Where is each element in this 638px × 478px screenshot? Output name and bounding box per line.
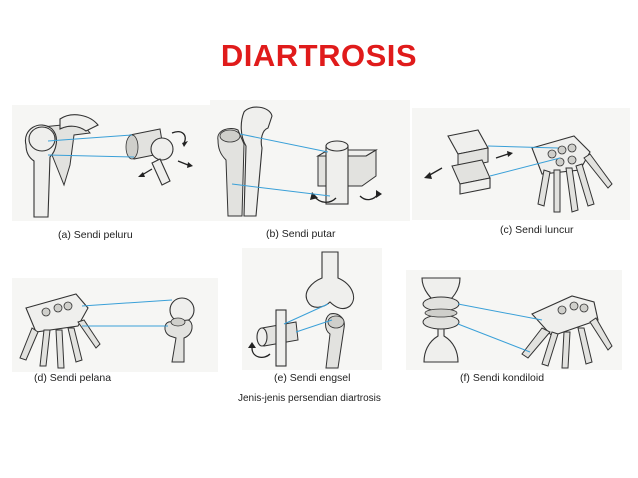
caption-gliding: (c) Sendi luncur	[500, 224, 574, 236]
saddle-illustration	[12, 278, 218, 372]
caption-saddle: (d) Sendi pelana	[34, 372, 112, 384]
page-title: DIARTROSIS	[220, 38, 418, 73]
caption-ball-socket: (a) Sendi peluru	[58, 229, 133, 241]
panel-gliding: (c) Sendi luncur	[412, 108, 632, 243]
caption-condyloid: (f) Sendi kondiloid	[460, 372, 545, 384]
condyloid-illustration	[406, 270, 622, 370]
panel-pivot: (b) Sendi putar	[210, 100, 415, 245]
gliding-illustration	[412, 108, 630, 220]
figure-caption: Jenis-jenis persendian diartrosis	[238, 393, 381, 404]
panel-ball-socket: (a) Sendi peluru	[12, 105, 212, 245]
panel-hinge: (e) Sendi engsel	[238, 248, 388, 388]
panel-saddle: (d) Sendi pelana	[12, 278, 227, 390]
hand-bones	[531, 135, 613, 213]
panel-condyloid: (f) Sendi kondiloid	[402, 270, 627, 390]
ball-socket-illustration	[12, 105, 212, 221]
caption-pivot: (b) Sendi putar	[266, 228, 336, 240]
pivot-illustration	[210, 100, 410, 221]
caption-hinge: (e) Sendi engsel	[274, 372, 351, 384]
hinge-illustration	[242, 248, 382, 370]
